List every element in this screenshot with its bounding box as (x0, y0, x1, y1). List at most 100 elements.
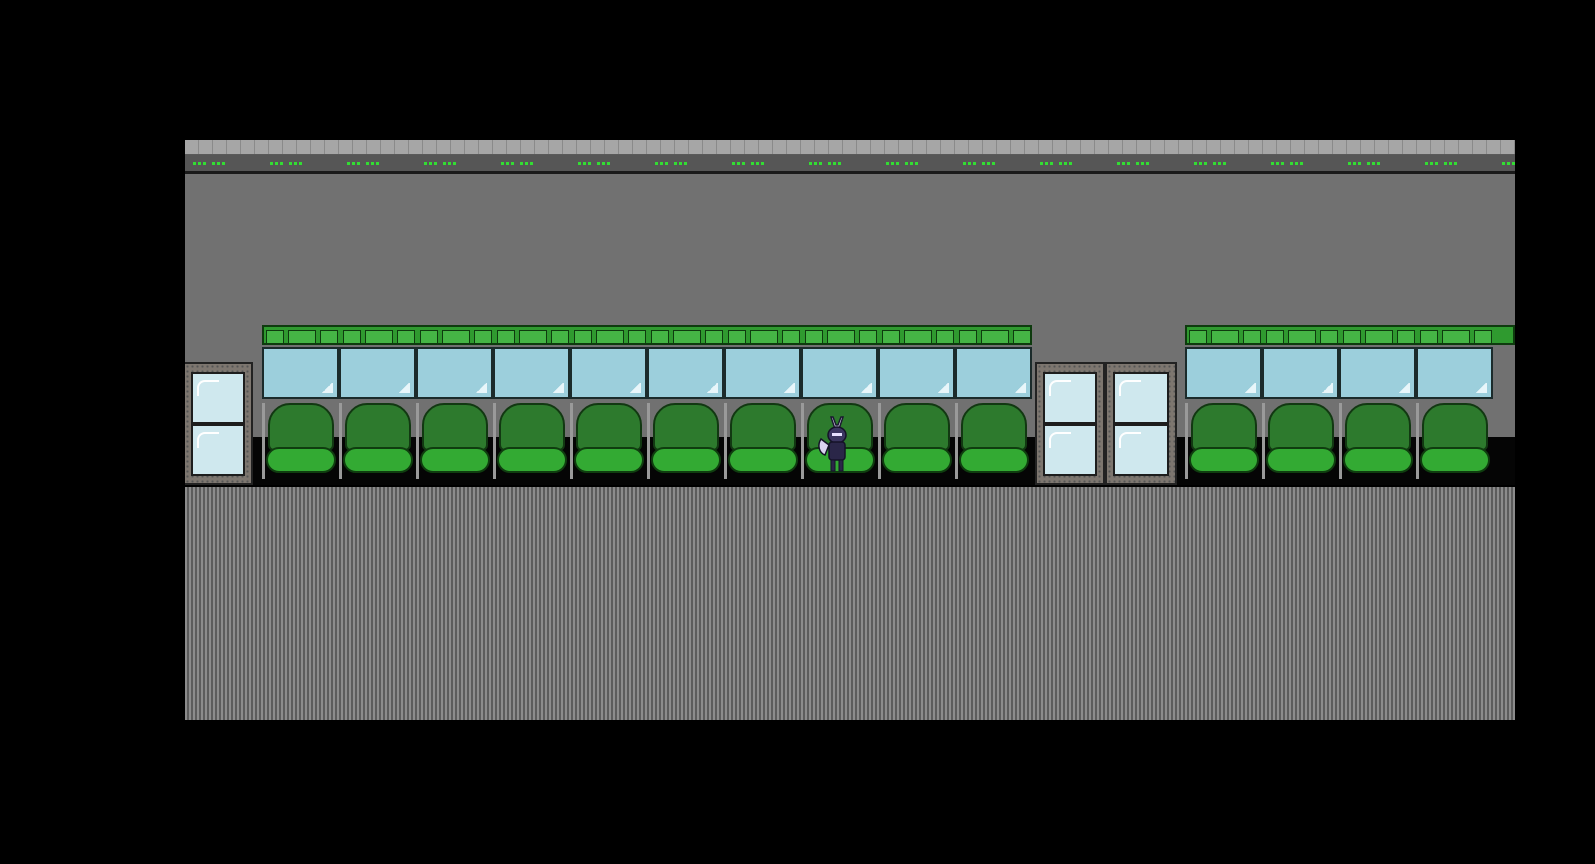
train-seat[interactable] (574, 403, 644, 478)
train-window (339, 347, 416, 399)
train-seat[interactable] (882, 403, 952, 478)
led-light (270, 162, 273, 165)
train-seat[interactable] (728, 403, 798, 478)
game-viewport[interactable] (185, 140, 1515, 720)
train-seat[interactable] (497, 403, 567, 478)
roof-panel (1474, 330, 1492, 344)
led-light (434, 162, 437, 165)
middle-door-a[interactable] (1035, 362, 1105, 485)
train-window (955, 347, 1032, 399)
led-light (1353, 162, 1356, 165)
seat-back (268, 403, 334, 451)
train-seat[interactable] (959, 403, 1029, 478)
seat-back (499, 403, 565, 451)
roof-panel (1320, 330, 1338, 344)
roof-panel (1189, 330, 1207, 344)
door-window (1113, 372, 1169, 424)
led-light (1276, 162, 1279, 165)
led-light (1502, 162, 1505, 165)
seat-back (730, 403, 796, 451)
seat-cushion (343, 447, 413, 473)
bunny-sprite-icon (818, 416, 847, 472)
led-light (520, 162, 523, 165)
led-light (501, 162, 504, 165)
led-light (905, 162, 908, 165)
seat-divider (262, 403, 265, 479)
led-light (1454, 162, 1457, 165)
led-light (275, 162, 278, 165)
roof-panel (1343, 330, 1361, 344)
seat-divider (1185, 403, 1188, 479)
platform-floor[interactable] (185, 485, 1515, 720)
led-light (198, 162, 201, 165)
roof-panel (1442, 330, 1470, 344)
roof-panel (805, 330, 823, 344)
train-window (878, 347, 955, 399)
train-seat[interactable] (651, 403, 721, 478)
seat-cushion (728, 447, 798, 473)
led-light (1271, 162, 1274, 165)
train-seat[interactable] (420, 403, 490, 478)
seat-back (1422, 403, 1488, 451)
seat-cushion (497, 447, 567, 473)
roof-panel (1397, 330, 1415, 344)
train-window (1416, 347, 1493, 399)
led-light (1290, 162, 1293, 165)
seat-back (961, 403, 1027, 451)
led-light (1367, 162, 1370, 165)
seat-back (1191, 403, 1257, 451)
train-seat[interactable] (266, 403, 336, 478)
seat-cushion (1266, 447, 1336, 473)
seat-cushion (1343, 447, 1413, 473)
left-door[interactable] (185, 362, 253, 485)
led-light (1199, 162, 1202, 165)
seat-cushion (1420, 447, 1490, 473)
train-roof-strip (1185, 325, 1515, 345)
train-seat[interactable] (1420, 403, 1490, 478)
roof-panel (397, 330, 415, 344)
led-light (1146, 162, 1149, 165)
roof-panel (320, 330, 338, 344)
led-light (217, 162, 220, 165)
seat-divider (955, 403, 958, 479)
station-wall (185, 174, 1515, 324)
roof-panel (1243, 330, 1261, 344)
led-light (607, 162, 610, 165)
led-light (1204, 162, 1207, 165)
led-light (525, 162, 528, 165)
led-light (357, 162, 360, 165)
led-light (910, 162, 913, 165)
led-light (1141, 162, 1144, 165)
roof-panel (1365, 330, 1393, 344)
train-window (493, 347, 570, 399)
seat-cushion (1189, 447, 1259, 473)
train-roof-strip (262, 325, 1032, 345)
seat-divider (801, 403, 804, 479)
roof-panel (628, 330, 646, 344)
roof-panel (420, 330, 438, 344)
seat-divider (570, 403, 573, 479)
player-character[interactable] (817, 415, 857, 473)
led-light (366, 162, 369, 165)
door-window (191, 424, 245, 476)
seat-back (653, 403, 719, 451)
roof-panel (497, 330, 515, 344)
roof-panel (673, 330, 701, 344)
led-light (987, 162, 990, 165)
train-seat[interactable] (1189, 403, 1259, 478)
train-seat[interactable] (343, 403, 413, 478)
seat-divider (1339, 403, 1342, 479)
led-light (352, 162, 355, 165)
led-light (684, 162, 687, 165)
led-light (1425, 162, 1428, 165)
led-light (1069, 162, 1072, 165)
train-seat[interactable] (1343, 403, 1413, 478)
led-light (674, 162, 677, 165)
led-light (1358, 162, 1361, 165)
seat-back (1345, 403, 1411, 451)
led-light (371, 162, 374, 165)
train-seat[interactable] (1266, 403, 1336, 478)
led-light (1045, 162, 1048, 165)
middle-door-b[interactable] (1105, 362, 1177, 485)
train-window (416, 347, 493, 399)
